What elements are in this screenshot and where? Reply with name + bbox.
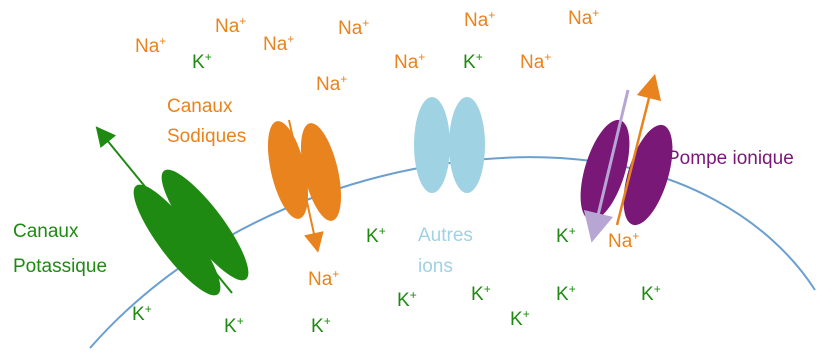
label-ion-pump: Pompe ionique xyxy=(667,148,794,169)
pump-outward-arrow xyxy=(615,73,662,226)
ion-k: K+ xyxy=(641,282,661,305)
ion-na: Na+ xyxy=(308,267,339,290)
ion-na: Na+ xyxy=(568,6,599,29)
ion-na: Na+ xyxy=(608,229,639,252)
ion-k: K+ xyxy=(556,224,576,247)
ion-na: Na+ xyxy=(338,16,369,39)
sodium-channel xyxy=(267,119,342,253)
potassium-channel xyxy=(95,126,249,296)
ion-na: Na+ xyxy=(464,8,495,31)
ion-k: K+ xyxy=(397,288,417,311)
ion-k: K+ xyxy=(463,50,483,73)
label-potassium-channels-line2: Potassique xyxy=(13,256,107,277)
ion-na: Na+ xyxy=(520,50,551,73)
potassium-efflux-arrow xyxy=(95,126,233,294)
ion-na: Na+ xyxy=(263,32,294,55)
pump-inward-arrow xyxy=(583,89,630,243)
ion-k: K+ xyxy=(224,314,244,337)
sodium-influx-arrow xyxy=(288,119,324,253)
ion-na: Na+ xyxy=(394,50,425,73)
ion-k: K+ xyxy=(556,282,576,305)
ion-na: Na+ xyxy=(316,72,347,95)
ion-k: K+ xyxy=(510,307,530,330)
label-potassium-channels: Canaux xyxy=(13,221,79,242)
other-ion-channel xyxy=(414,97,485,193)
ion-pump xyxy=(580,73,673,243)
label-other-ions-line2: ions xyxy=(418,256,453,277)
ion-na: Na+ xyxy=(135,34,166,57)
ion-k: K+ xyxy=(311,314,331,337)
ion-na: Na+ xyxy=(215,14,246,37)
ion-k: K+ xyxy=(192,50,212,73)
ion-k: K+ xyxy=(366,224,386,247)
ion-k: K+ xyxy=(132,302,152,325)
label-sodium-channels-line2: Sodiques xyxy=(167,126,246,147)
label-sodium-channels: Canaux xyxy=(167,96,233,117)
ion-k: K+ xyxy=(471,282,491,305)
label-other-ions: Autres xyxy=(418,225,473,246)
